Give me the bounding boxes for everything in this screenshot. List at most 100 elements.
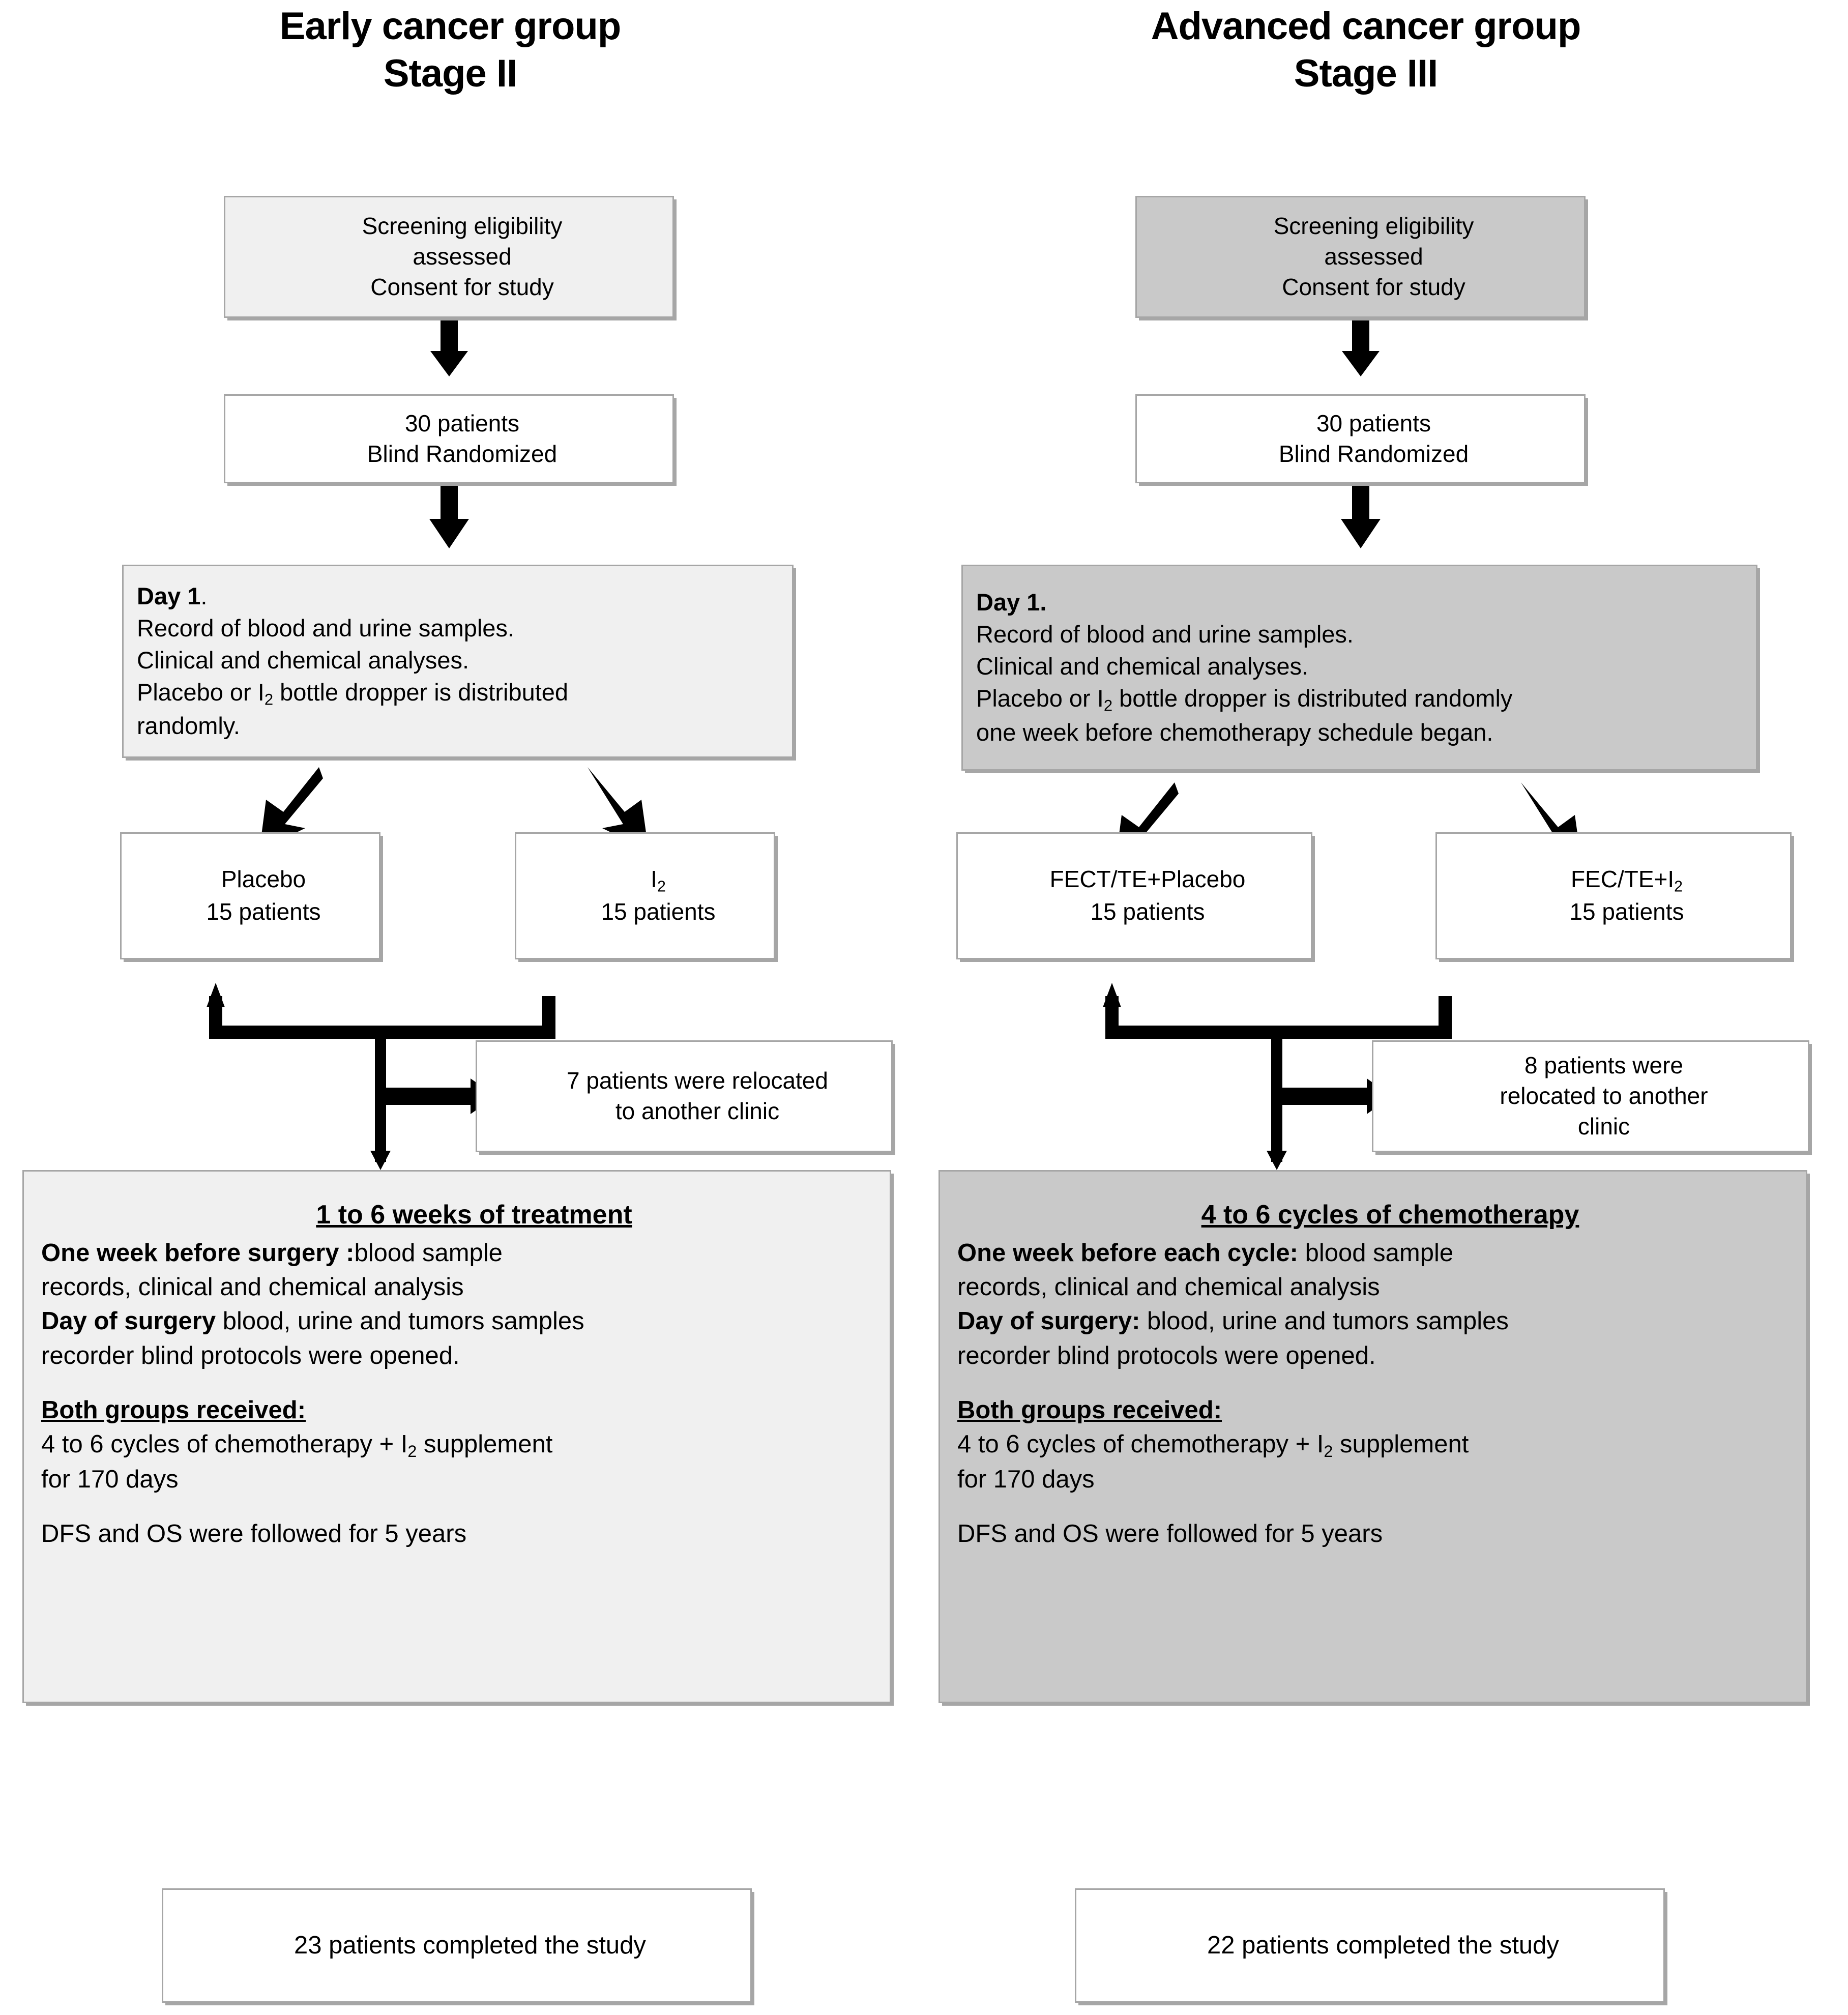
treatment-left-both-line1-sub: 2 xyxy=(407,1442,417,1461)
treatment-right-p1-rest: blood sample xyxy=(1298,1239,1454,1267)
screening-left-line1: Screening eligibility xyxy=(362,213,563,240)
arm-iodine-left-line1: I2 xyxy=(530,864,787,897)
treatment-right-p1-line2: records, clinical and chemical analysis xyxy=(957,1273,1380,1301)
box-randomized-right[interactable]: 30 patients Blind Randomized xyxy=(1135,394,1586,483)
column-title-advanced: Advanced cancer group Stage III xyxy=(992,3,1740,97)
day1-right-line1: Record of blood and urine samples. xyxy=(976,621,1354,648)
day1-left-line3-b: bottle dropper is distributed xyxy=(273,678,569,706)
day1-left-line2: Clinical and chemical analyses. xyxy=(137,646,470,674)
box-screening-right[interactable]: Screening eligibility assessed Consent f… xyxy=(1135,196,1586,318)
box-arm-iodine-left[interactable]: I2 15 patients xyxy=(515,832,775,959)
treatment-right-both-heading: Both groups received: xyxy=(957,1393,1823,1427)
relocated-left-line2: to another clinic xyxy=(615,1098,780,1124)
arrow-down-randomized-right xyxy=(1341,483,1381,548)
box-completed-right[interactable]: 22 patients completed the study xyxy=(1075,1888,1665,2003)
box-arm-iodine-right[interactable]: FEC/TE+I2 15 patients xyxy=(1435,832,1792,959)
treatment-right-p2-bold: Day of surgery: xyxy=(957,1307,1140,1335)
arm-iodine-right-label: FEC/TE+I xyxy=(1570,866,1675,893)
arm-iodine-left-label: I xyxy=(651,866,657,893)
arm-placebo-right-line2: 15 patients xyxy=(1090,898,1205,925)
relocation-arrow-shaft-left xyxy=(380,1088,475,1105)
day1-right-line3: Placebo or I2 bottle dropper is distribu… xyxy=(976,683,1769,716)
treatment-right-both-line1: 4 to 6 cycles of chemotherapy + I2 suppl… xyxy=(957,1427,1823,1463)
merge-trunk-right xyxy=(1271,1029,1282,1162)
treatment-right-spacer-2 xyxy=(957,1497,1823,1517)
completed-left-text: 23 patients completed the study xyxy=(294,1931,646,1959)
completed-right-text: 22 patients completed the study xyxy=(1207,1931,1559,1959)
day1-left-heading-suffix: . xyxy=(200,582,208,609)
arm-iodine-right-sub: 2 xyxy=(1674,878,1683,895)
arm-placebo-right-label: FECT/TE+Placebo xyxy=(1049,866,1246,893)
treatment-right-both-line1-b: supplement xyxy=(1333,1430,1469,1458)
day1-right-heading: Day 1. xyxy=(976,587,1769,619)
merge-bracket-right xyxy=(1105,996,1452,1039)
treatment-left-p1-rest: blood sample xyxy=(354,1239,503,1267)
arrow-down-randomized-left xyxy=(429,483,469,548)
arm-placebo-left-line2: 15 patients xyxy=(206,898,321,925)
treatment-right-p1: One week before each cycle: blood sample xyxy=(957,1236,1823,1270)
treatment-left-p1-bold: One week before surgery : xyxy=(41,1239,355,1267)
column-title-early-line1: Early cancer group xyxy=(279,5,622,48)
box-day1-right[interactable]: Day 1. Record of blood and urine samples… xyxy=(961,565,1757,771)
box-screening-left[interactable]: Screening eligibility assessed Consent f… xyxy=(224,196,674,318)
merge-bracket-left xyxy=(209,996,555,1039)
day1-right-line3-a: Placebo or I xyxy=(976,685,1104,712)
treatment-right-spacer-1 xyxy=(957,1373,1823,1393)
treatment-left-p2: Day of surgery blood, urine and tumors s… xyxy=(41,1304,907,1338)
screening-right-line1: Screening eligibility xyxy=(1273,213,1474,240)
box-day1-left[interactable]: Day 1. Record of blood and urine samples… xyxy=(122,565,794,758)
box-completed-left[interactable]: 23 patients completed the study xyxy=(162,1888,752,2003)
treatment-left-p1: One week before surgery :blood sample xyxy=(41,1236,907,1270)
day1-left-line3-sub: 2 xyxy=(264,690,274,709)
treatment-left-p2-bold: Day of surgery xyxy=(41,1307,216,1335)
arm-placebo-right-line1: FECT/TE+Placebo xyxy=(971,864,1324,897)
merge-trunk-left xyxy=(375,1029,386,1162)
treatment-right-p2-rest: blood, urine and tumors samples xyxy=(1140,1307,1509,1335)
screening-right-line2: assessed xyxy=(1324,243,1423,270)
day1-left-line1: Record of blood and urine samples. xyxy=(137,614,514,641)
box-arm-placebo-right[interactable]: FECT/TE+Placebo 15 patients xyxy=(956,832,1312,959)
arrow-down-trunk-left xyxy=(370,1151,391,1170)
box-treatment-left[interactable]: 1 to 6 weeks of treatment One week befor… xyxy=(22,1170,891,1703)
treatment-left-both-line3: DFS and OS were followed for 5 years xyxy=(41,1520,467,1548)
relocation-arrow-shaft-right xyxy=(1277,1088,1371,1105)
column-title-advanced-line1: Advanced cancer group xyxy=(1151,5,1581,48)
treatment-left-p2-rest: blood, urine and tumors samples xyxy=(216,1307,584,1335)
treatment-left-spacer-2 xyxy=(41,1497,907,1517)
treatment-right-p1-bold: One week before each cycle: xyxy=(957,1239,1298,1267)
box-arm-placebo-left[interactable]: Placebo 15 patients xyxy=(120,832,380,959)
randomized-right-line1: 30 patients xyxy=(1316,410,1431,436)
day1-right-line2: Clinical and chemical analyses. xyxy=(976,653,1309,680)
box-treatment-right[interactable]: 4 to 6 cycles of chemotherapy One week b… xyxy=(938,1170,1807,1703)
day1-right-line3-sub: 2 xyxy=(1103,697,1113,715)
randomized-left-line1: 30 patients xyxy=(404,410,520,436)
screening-right-line3: Consent for study xyxy=(1282,273,1465,300)
day1-left-line4: randomly. xyxy=(137,712,240,740)
column-title-advanced-line2: Stage III xyxy=(1294,51,1438,95)
box-relocated-left[interactable]: 7 patients were relocated to another cli… xyxy=(476,1040,893,1152)
arm-iodine-left-sub: 2 xyxy=(657,878,666,895)
box-relocated-right[interactable]: 8 patients were relocated to another cli… xyxy=(1372,1040,1809,1152)
treatment-right-both-line1-sub: 2 xyxy=(1324,1442,1333,1461)
relocated-right-line1: 8 patients were xyxy=(1524,1052,1683,1079)
screening-left-line2: assessed xyxy=(413,243,512,270)
screening-left-line3: Consent for study xyxy=(370,273,554,300)
column-title-early: Early cancer group Stage II xyxy=(76,3,824,97)
arrow-up-merge-right xyxy=(1103,983,1121,1007)
day1-right-line4: one week before chemotherapy schedule be… xyxy=(976,718,1493,746)
arrow-down-screening-right xyxy=(1342,318,1380,376)
day1-left-heading-text: Day 1 xyxy=(137,582,201,609)
arrow-down-screening-left xyxy=(430,318,468,376)
column-title-early-line2: Stage II xyxy=(383,51,517,95)
day1-left-line3-a: Placebo or I xyxy=(137,678,265,706)
treatment-right-p2: Day of surgery: blood, urine and tumors … xyxy=(957,1304,1823,1338)
relocated-right-line3: clinic xyxy=(1577,1113,1630,1140)
box-randomized-left[interactable]: 30 patients Blind Randomized xyxy=(224,394,674,483)
treatment-right-both-line2: for 170 days xyxy=(957,1466,1095,1494)
relocated-left-line1: 7 patients were relocated xyxy=(567,1067,828,1094)
treatment-right-both-line3: DFS and OS were followed for 5 years xyxy=(957,1520,1383,1548)
treatment-right-p2-line2: recorder blind protocols were opened. xyxy=(957,1341,1376,1369)
arm-placebo-left-label: Placebo xyxy=(221,866,306,893)
randomized-left-line2: Blind Randomized xyxy=(367,440,558,467)
